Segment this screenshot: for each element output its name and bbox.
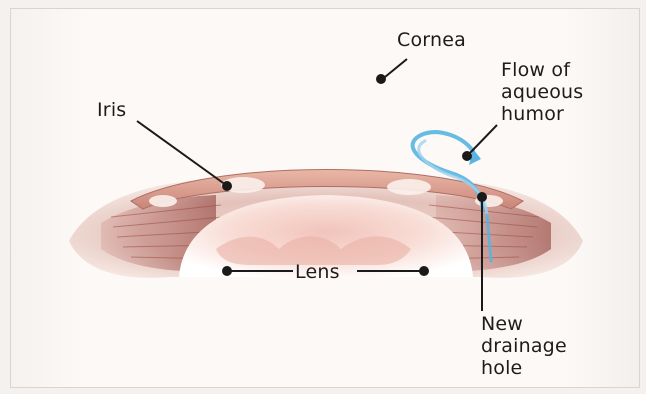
drainage-hole-label-line-1: New — [481, 313, 567, 335]
diagram-frame: Cornea Iris Lens Flow of aqueous humor N… — [10, 8, 640, 388]
drainage-hole-label: New drainage hole — [481, 313, 567, 379]
cornea-label: Cornea — [397, 29, 466, 51]
aqueous-flow-label-line-1: Flow of — [501, 59, 583, 81]
lens-label: Lens — [295, 261, 340, 283]
drainage-hole-label-line-2: drainage — [481, 335, 567, 357]
aqueous-flow-label-line-3: humor — [501, 103, 583, 125]
drainage-hole-label-line-3: hole — [481, 357, 567, 379]
aqueous-flow-label-line-2: aqueous — [501, 81, 583, 103]
aqueous-flow-label: Flow of aqueous humor — [501, 59, 583, 125]
iris-label: Iris — [97, 99, 126, 121]
